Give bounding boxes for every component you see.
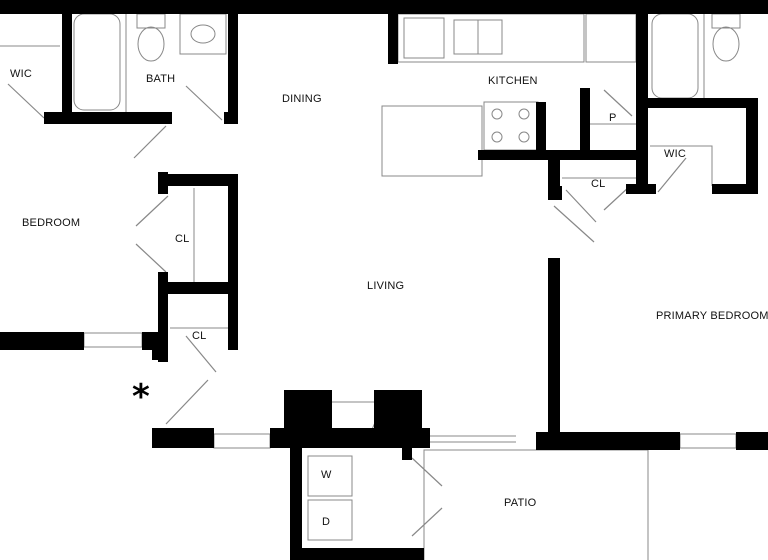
sink-left [190, 24, 216, 44]
door-wic-left [7, 83, 45, 119]
living-window [213, 433, 271, 449]
fireplace-left [284, 390, 332, 448]
toilet-tank-right [711, 13, 741, 29]
wall-wic-right-side [746, 98, 758, 194]
door-closet-lower [185, 335, 217, 373]
entry-marker-asterisk: * [132, 377, 150, 417]
wall-laundry-left [290, 448, 302, 560]
door-entry [165, 379, 209, 425]
wall-primary-left [548, 258, 560, 450]
toilet-right [712, 26, 740, 62]
door-pantry [603, 89, 633, 117]
wall-closet-kitchen-stub [548, 186, 562, 200]
range [483, 101, 539, 151]
room-label-closet-lower: CL [192, 330, 207, 342]
wall-bath-right-bottom [636, 98, 756, 108]
wall-entry-jamb [152, 428, 166, 448]
vanity-left [179, 13, 227, 55]
wall-laundry-right-top [402, 448, 412, 460]
kitchen-island [381, 105, 483, 177]
toilet-left [137, 26, 165, 62]
wall-wic-right-bottom [712, 184, 758, 194]
door-laundry-1 [411, 457, 443, 487]
refrigerator [585, 13, 637, 63]
wall-bedroom-bottom-left [0, 332, 84, 350]
dryer [307, 499, 353, 541]
room-label-wic-left: WIC [10, 68, 32, 80]
fireplace-right [374, 390, 422, 448]
room-label-patio: PATIO [504, 497, 537, 509]
toilet-tank-left [136, 13, 166, 29]
burner-2 [518, 108, 530, 120]
bedroom-window [83, 332, 143, 348]
burner-4 [518, 131, 530, 143]
primary-bedroom-window [679, 433, 737, 449]
door-closet-kitchen-2 [553, 205, 595, 243]
wall-closet-divider [158, 282, 238, 294]
door-closet-upper-2 [135, 243, 167, 273]
wall-kitchen-right [636, 0, 648, 122]
wall-entry-post [152, 340, 168, 360]
door-closet-kitchen-3 [603, 185, 631, 211]
wall-top [0, 0, 768, 14]
wall-closet-right [228, 174, 238, 350]
room-label-closet-kitchen: CL [591, 178, 606, 190]
room-label-kitchen: KITCHEN [488, 75, 538, 87]
bathtub-right [651, 13, 699, 99]
room-label-bedroom: BEDROOM [22, 217, 81, 229]
burner-3 [491, 131, 503, 143]
room-label-closet-upper: CL [175, 233, 190, 245]
wall-bath-right [228, 0, 238, 124]
washer [307, 455, 353, 497]
wall-kitchen-bottom [478, 150, 648, 160]
wall-laundry-bottom [290, 548, 424, 560]
wall-bottom-left [152, 428, 214, 448]
room-label-primary-bedroom: PRIMARY BEDROOM [656, 310, 768, 322]
wall-wic-bath [62, 0, 72, 122]
wic-right-shelf [650, 145, 713, 186]
label-washer: W [321, 469, 332, 481]
door-laundry-2 [411, 507, 443, 537]
bathtub-left [73, 13, 121, 111]
room-label-wic-right: WIC [664, 148, 686, 160]
door-closet-kitchen-1 [565, 189, 597, 223]
room-label-dining: DINING [282, 93, 322, 105]
burner-1 [491, 108, 503, 120]
wall-wic-left [636, 108, 648, 194]
wall-wic-left-stub [626, 184, 656, 194]
doors [7, 83, 687, 537]
room-label-bath: BATH [146, 73, 176, 85]
kitchen-counter-top [397, 13, 585, 63]
room-label-living: LIVING [367, 280, 405, 292]
wall-bath-bottom [44, 112, 172, 124]
wall-primary-bottom [536, 432, 680, 450]
wall-pantry-left [580, 88, 590, 160]
dishwasher [403, 17, 445, 59]
wall-bath-right-stub [224, 112, 238, 124]
wall-closet-lower-left [158, 272, 168, 362]
wall-range-right [536, 102, 546, 160]
label-dryer: D [322, 516, 331, 528]
door-bath [185, 85, 223, 121]
room-label-pantry: P [609, 112, 617, 124]
door-wic-right [657, 157, 687, 193]
door-closet-upper-1 [135, 195, 169, 227]
wall-closet-upper-top [158, 174, 238, 186]
wall-primary-bottom-right [736, 432, 768, 450]
door-bath-entry [133, 125, 167, 159]
wall-kitchen-left [388, 0, 398, 64]
